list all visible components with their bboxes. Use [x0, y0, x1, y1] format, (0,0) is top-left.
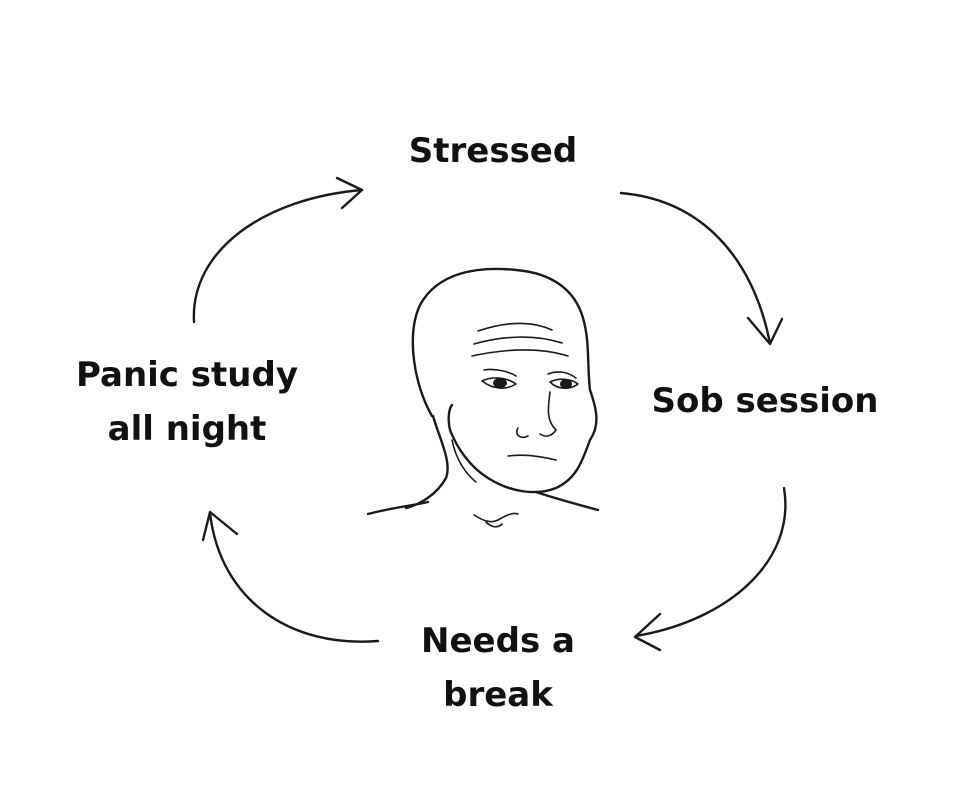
arrow-needs-a-break-to-panic-study [201, 510, 380, 643]
arrow-panic-study-to-stressed [192, 176, 364, 324]
arrow-stressed-to-sob-session [619, 191, 784, 346]
cycle-step-sob-session: Sob session [630, 374, 900, 428]
cycle-step-stressed-line-1: Stressed [408, 131, 578, 171]
cycle-step-sob-session-line-1: Sob session [651, 381, 879, 421]
cycle-step-needs-a-break-line-2: break [443, 675, 553, 715]
arrow-sob-session-to-needs-a-break [633, 486, 787, 652]
cycle-step-needs-a-break-line-1: Needs a [421, 621, 575, 661]
cycle-step-panic-study-line-2: all night [107, 409, 267, 449]
cycle-step-panic-study-line-1: Panic study [76, 355, 298, 395]
cycle-step-panic-study: Panic study all night [62, 348, 312, 456]
cycle-step-needs-a-break: Needs a break [398, 614, 598, 722]
cycle-step-stressed: Stressed [388, 124, 598, 178]
wojak-face-icon [366, 267, 600, 528]
